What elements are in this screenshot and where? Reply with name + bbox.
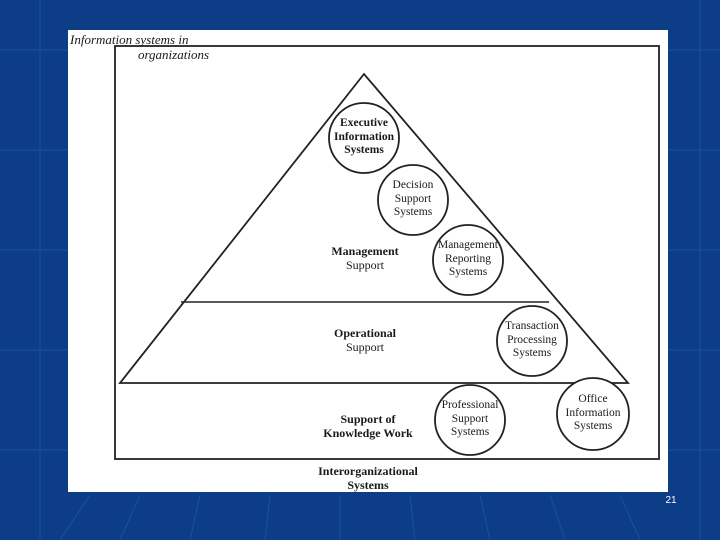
diagram-title: Information systems in organizations bbox=[70, 32, 215, 62]
management-reporting-systems-circle bbox=[432, 224, 504, 296]
information-systems-diagram: Information systems in organizations Exe… bbox=[68, 30, 668, 492]
management-support-label: Management Support bbox=[331, 244, 399, 272]
diagram-title-line-1: Information systems in bbox=[70, 32, 189, 47]
professional-support-systems-label: Professional Support Systems bbox=[441, 399, 499, 438]
diagram-title-line-2: organizations bbox=[137, 47, 209, 62]
decision-support-systems-label: Decision Support Systems bbox=[392, 179, 434, 218]
professional-support-systems-circle bbox=[434, 384, 506, 456]
executive-information-systems-label: Executive Information Systems bbox=[333, 117, 395, 156]
interorganizational-systems-label: Interorganizational Systems bbox=[318, 464, 418, 492]
office-information-systems-label: Office Information Systems bbox=[565, 393, 621, 432]
office-information-systems-circle bbox=[556, 377, 630, 451]
operational-support-label: Operational Support bbox=[334, 326, 396, 354]
executive-information-systems-circle bbox=[328, 102, 400, 174]
decision-support-systems-circle bbox=[377, 164, 449, 236]
management-reporting-systems-label: Management Reporting Systems bbox=[437, 239, 499, 278]
transaction-processing-systems-circle bbox=[496, 305, 568, 377]
knowledge-work-label: Support of Knowledge Work bbox=[323, 412, 413, 440]
transaction-processing-systems-label: Transaction Processing Systems bbox=[505, 320, 559, 359]
diagram-lines bbox=[114, 45, 660, 460]
slide-number: 21 bbox=[665, 495, 677, 506]
